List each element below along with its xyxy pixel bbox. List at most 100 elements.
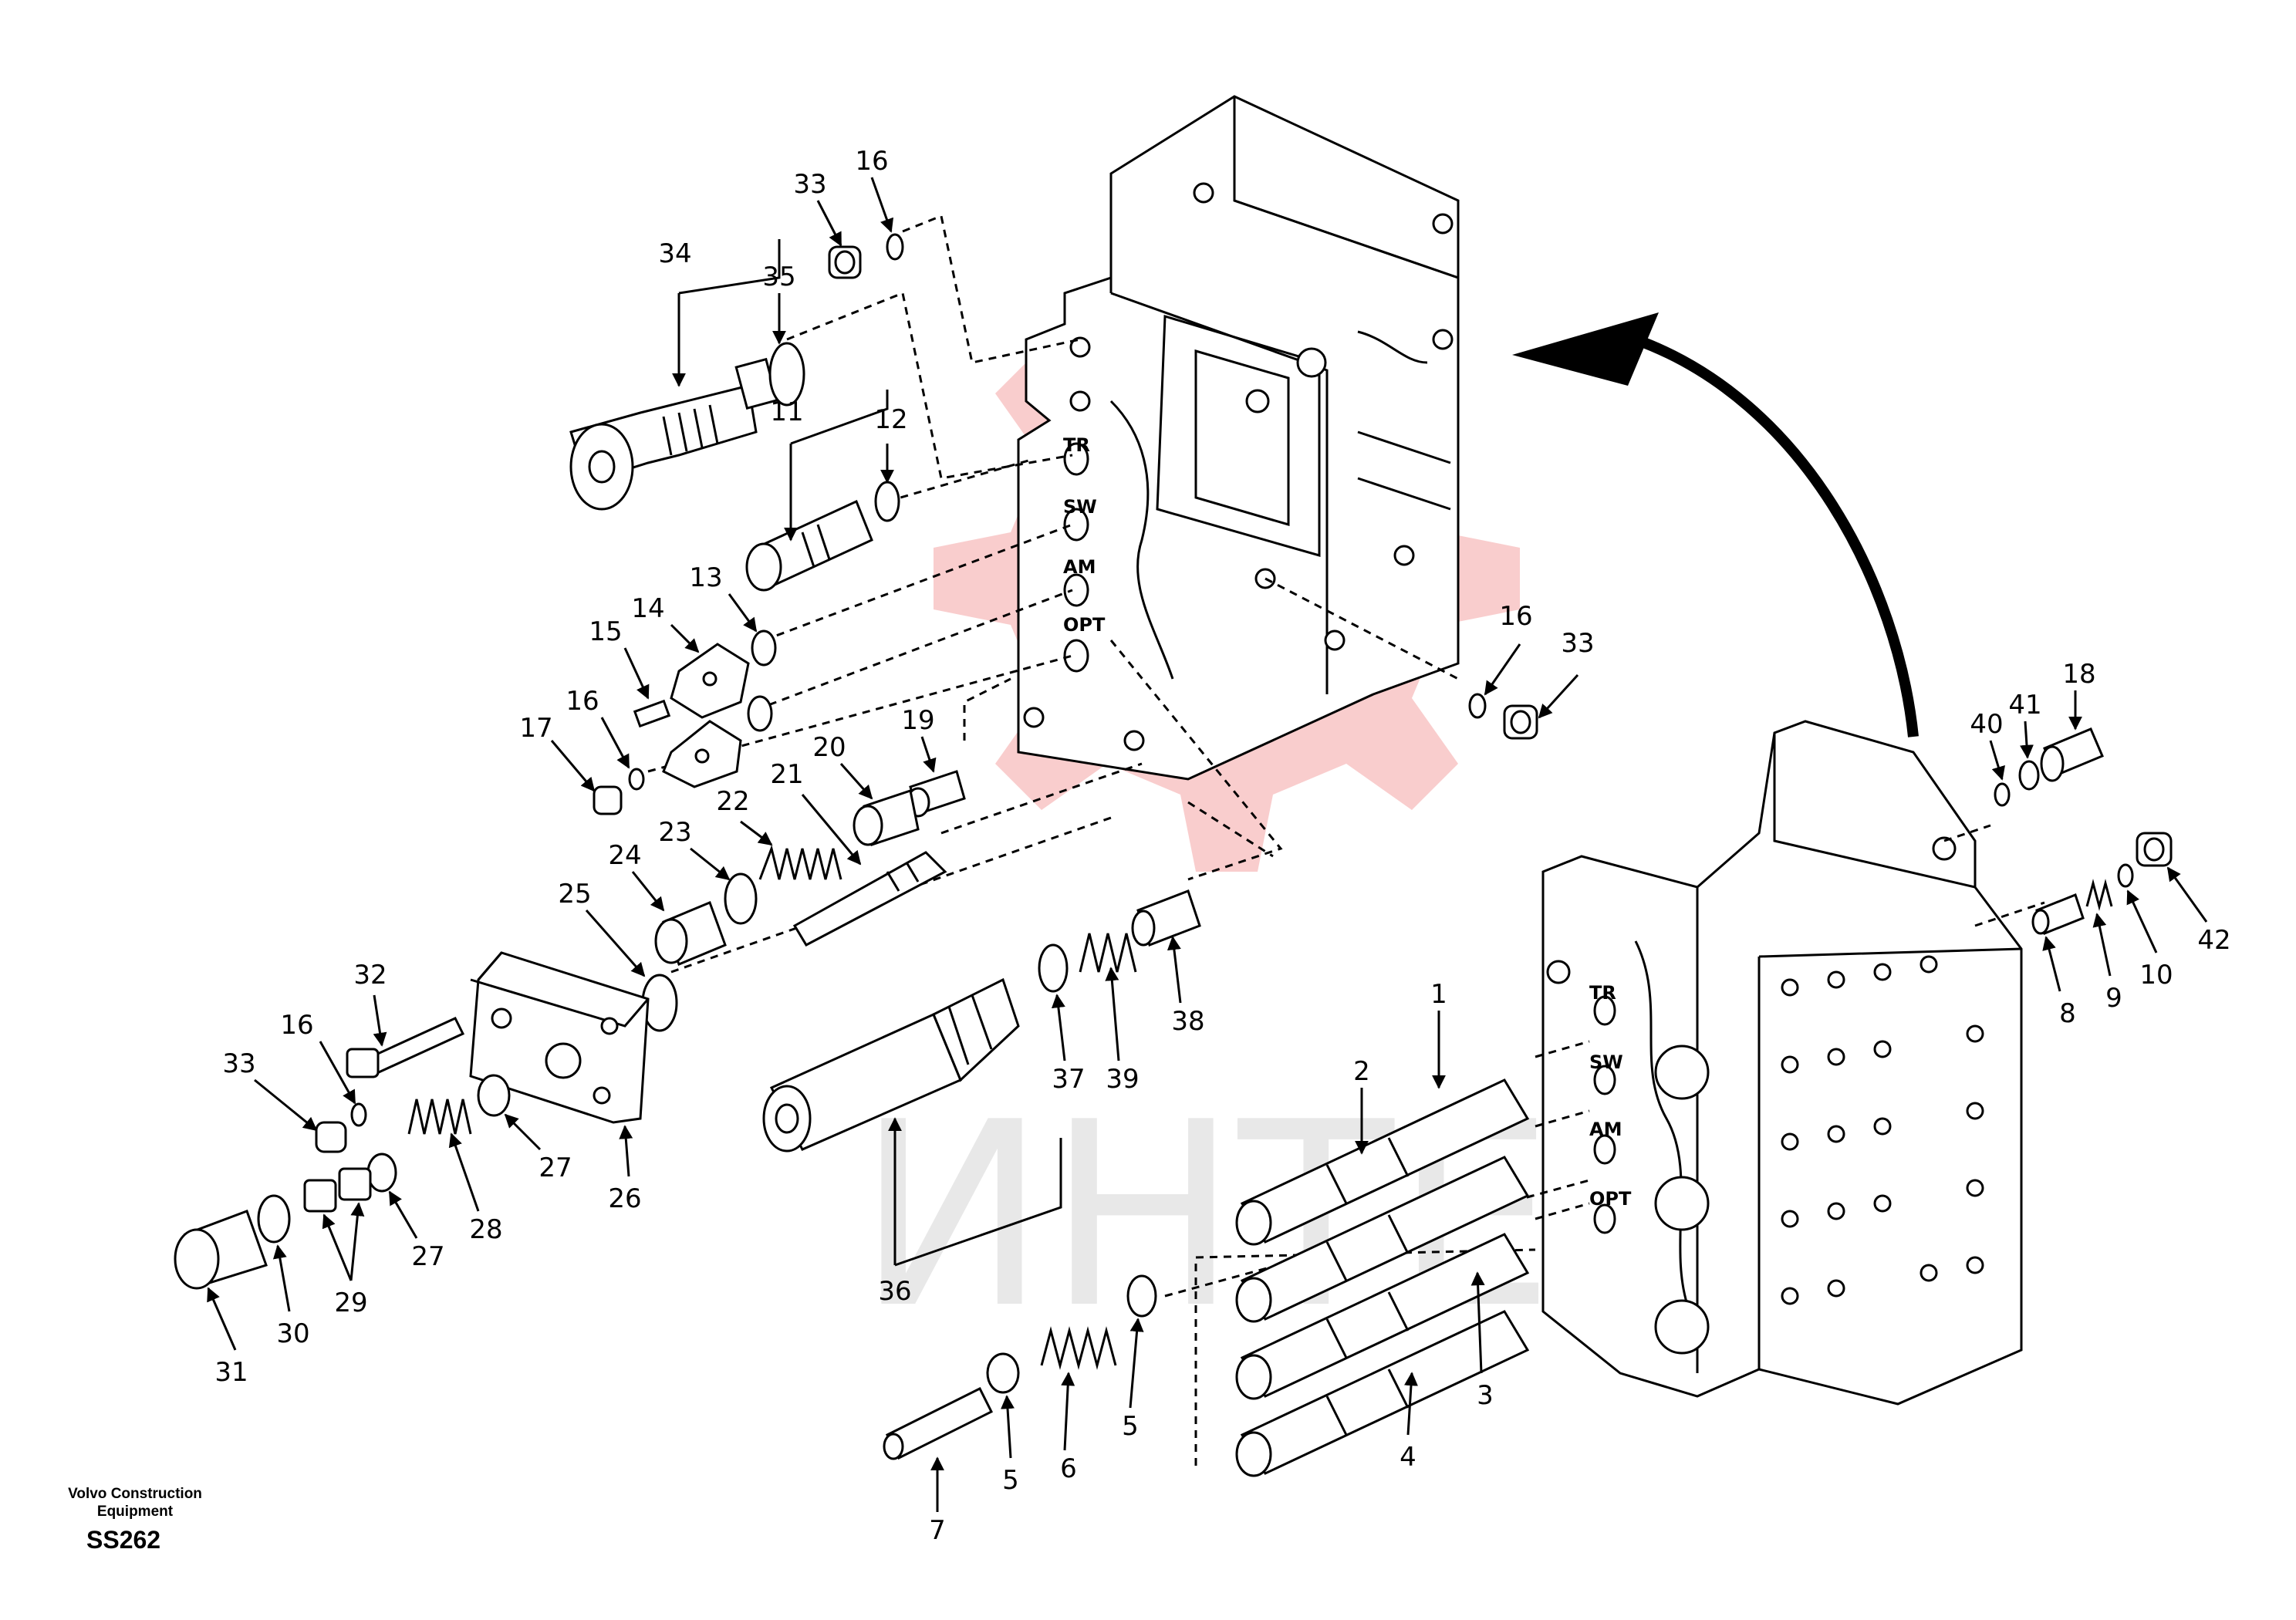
o-ring-12 [874,481,900,522]
seat-5a [1126,1274,1157,1318]
callout-17: 17 [519,713,552,744]
callout-15: 15 [589,616,622,647]
callout-6: 6 [1060,1453,1077,1484]
plug-33b [315,1121,347,1153]
callout-8: 8 [2059,998,2076,1029]
callout-27a: 27 [539,1153,572,1183]
o-ring-41 [2018,760,2040,791]
plug-17 [593,785,623,815]
o-ring-40 [1994,782,2011,807]
callout-34: 34 [658,238,691,269]
valve-11 [745,499,873,592]
relief-valve-34 [569,357,778,511]
o-ring-23 [724,872,758,925]
lower-port-label-tr: TR [1589,982,1616,1004]
components [174,233,2173,1477]
seat-5b [986,1352,1020,1394]
spring-9 [2085,879,2113,911]
upper-port-label-sw: SW [1063,496,1097,518]
pin-7 [883,1386,994,1460]
washer-27a [477,1074,511,1117]
callout-14: 14 [631,593,664,624]
plug-42 [2136,832,2173,867]
upper-valve-housing: TR SW AM OPT [1017,95,1460,781]
bolt-32 [346,1017,465,1078]
main-valve-block: TR SW AM OPT [1541,720,2023,1406]
callout-9: 9 [2105,983,2122,1014]
spools-1-4 [1235,1078,1530,1477]
callout-10: 10 [2139,960,2173,991]
spring-28 [407,1099,472,1135]
callout-3: 3 [1477,1380,1494,1411]
leader-lines [207,177,2208,1512]
plug-18 [2040,727,2104,782]
plug-33a [828,245,862,279]
callout-13: 13 [689,562,722,593]
lower-port-label-opt: OPT [1589,1188,1632,1210]
callout-31: 31 [214,1357,248,1388]
o-ring-16a [886,233,904,261]
upper-port-label-opt: OPT [1063,614,1106,636]
callout-37: 37 [1052,1064,1085,1095]
flange-14 [662,643,750,788]
callout-35: 35 [762,262,795,292]
cover-26 [469,951,650,1124]
callout-11: 11 [770,397,803,427]
callout-labels: 16 33 34 35 11 12 13 14 15 16 17 19 20 2… [214,146,2230,1546]
callout-41: 41 [2008,690,2041,721]
callout-39: 39 [1106,1064,1139,1095]
callout-38: 38 [1171,1006,1204,1037]
plug-8 [2031,893,2085,935]
block-bolt-holes [1781,955,1984,1305]
screw-15 [633,699,671,728]
piston-19 [906,770,966,818]
callout-1: 1 [1430,979,1447,1010]
callout-40: 40 [1970,709,2003,740]
callout-5b: 5 [1002,1465,1019,1496]
callout-27b: 27 [411,1241,444,1272]
upper-port-label-am: AM [1063,556,1096,578]
valve-36 [762,977,1020,1153]
upper-port-label-tr: TR [1063,434,1090,456]
callout-33b: 33 [222,1048,255,1079]
spool-21 [792,851,947,947]
o-ring-13b [747,695,773,732]
callout-16d: 16 [1499,601,1532,632]
callout-5a: 5 [1122,1411,1139,1442]
callout-12: 12 [874,404,907,435]
o-ring-16c [350,1102,367,1127]
publisher-credit: Volvo Construction Equipment [68,1486,202,1520]
callout-19: 19 [901,705,934,736]
callout-26: 26 [608,1183,641,1214]
callout-33a: 33 [793,169,826,200]
sleeve-20 [853,789,920,846]
o-ring-13 [751,629,777,667]
o-ring-35 [768,342,805,407]
plug-31 [174,1210,268,1290]
callout-23: 23 [658,817,691,848]
nut-29 [303,1167,372,1213]
spring-6 [1040,1326,1117,1370]
lower-port-label-am: AM [1589,1119,1622,1140]
callout-29: 29 [334,1288,367,1318]
o-ring-37 [1038,943,1069,993]
callout-16c: 16 [280,1010,313,1041]
diagram-code: SS262 [86,1526,161,1554]
plug-33c [1503,704,1538,740]
callout-24: 24 [608,840,641,871]
o-ring-16d [1468,693,1487,719]
plug-24 [654,901,727,966]
callout-21: 21 [770,759,803,790]
washer-27b [366,1153,397,1193]
spring-22 [758,844,842,880]
o-ring-10 [2117,863,2134,888]
callout-7: 7 [929,1515,946,1546]
callout-30: 30 [276,1318,309,1349]
callout-22: 22 [716,786,749,817]
callout-25: 25 [558,879,591,910]
callout-36: 36 [878,1276,911,1307]
callout-33c: 33 [1561,628,1594,659]
o-ring-16b [628,768,645,791]
callout-2: 2 [1353,1056,1370,1087]
